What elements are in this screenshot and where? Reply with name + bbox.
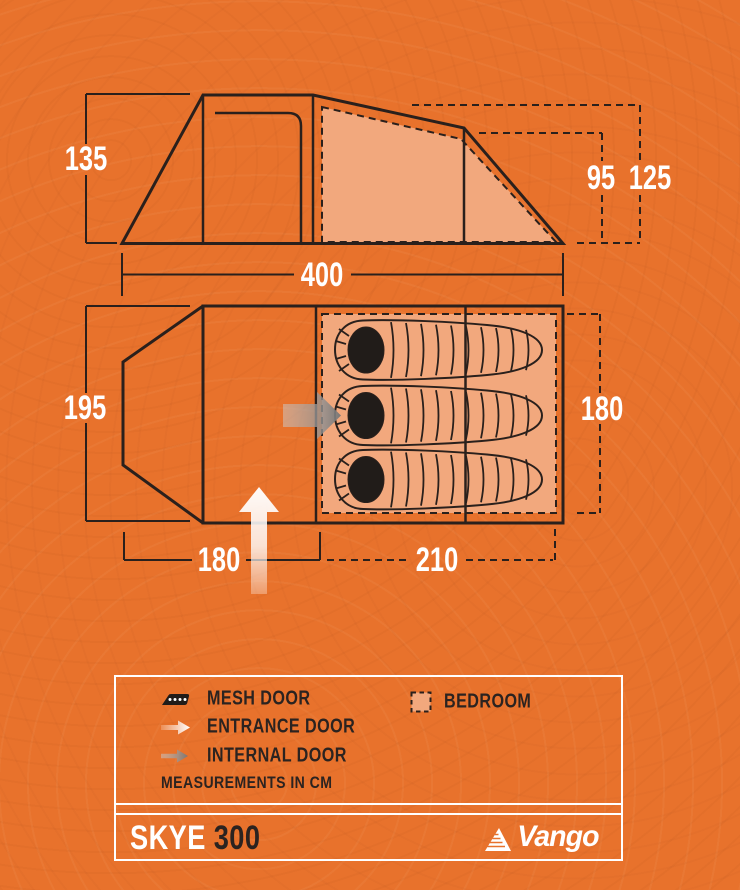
legend-item-internal-door: INTERNAL DOOR <box>161 744 371 767</box>
tent-side-panel-seams <box>201 95 466 244</box>
dim-label-400: 400 <box>300 255 344 294</box>
legend-box: MESH DOOR ENTRANCE DOOR INTERNAL DOOR BE… <box>114 675 623 861</box>
dim-180-bottom-bracket <box>123 532 321 561</box>
dim-135-bracket <box>85 93 190 244</box>
legend-label-internal-door: INTERNAL DOOR <box>207 744 347 767</box>
vango-triangle-icon <box>485 828 512 851</box>
sleeping-bag-2 <box>334 384 543 447</box>
dim-195-bracket <box>85 305 190 522</box>
dim-400-bracket <box>121 253 564 296</box>
dim-label-95: 95 <box>586 158 616 197</box>
dim-95-125-brackets <box>412 104 641 244</box>
dim-180-right-bracket <box>567 313 601 514</box>
model-size: 300 <box>213 817 261 856</box>
model-name: SKYE <box>130 817 206 856</box>
dim-label-210: 210 <box>415 540 459 579</box>
legend-divider-lower <box>114 813 623 815</box>
mesh-door-icon <box>162 693 190 705</box>
entrance-door-icon <box>161 720 190 734</box>
model-title: SKYE 300 <box>130 817 260 857</box>
plan-body-outline <box>201 304 565 525</box>
elevation-bedroom-area <box>321 105 559 243</box>
measurements-note: MEASUREMENTS IN CM <box>161 774 333 793</box>
legend-label-entrance-door: ENTRANCE DOOR <box>207 715 356 738</box>
entrance-door-arrow <box>239 487 279 594</box>
sleeping-bag-1 <box>334 319 543 381</box>
bedroom-swatch-icon <box>410 691 432 713</box>
elevation-view <box>85 93 641 296</box>
brand-logo: Vango <box>485 820 600 854</box>
internal-door-arrow <box>283 392 341 439</box>
legend-item-mesh-door: MESH DOOR <box>161 687 329 710</box>
internal-door-icon <box>161 749 188 763</box>
brand-name: Vango <box>517 820 600 853</box>
plan-porch-outline <box>121 304 204 525</box>
legend-divider-upper <box>114 803 623 805</box>
dim-210-bracket <box>327 528 556 561</box>
legend-label-mesh-door: MESH DOOR <box>207 687 311 710</box>
title-bar: SKYE 300 Vango <box>116 815 621 859</box>
dim-label-195: 195 <box>63 388 107 427</box>
tent-side-outline <box>119 93 567 245</box>
dim-label-180-right: 180 <box>580 389 624 428</box>
legend-item-bedroom: BEDROOM <box>410 690 547 713</box>
dim-label-180-bottom: 180 <box>197 540 241 579</box>
legend-item-entrance-door: ENTRANCE DOOR <box>161 715 381 738</box>
legend-label-bedroom: BEDROOM <box>444 690 532 713</box>
dim-label-125: 125 <box>628 158 672 197</box>
dim-label-135: 135 <box>64 139 108 178</box>
tent-side-door-outline <box>215 111 303 244</box>
sleeping-bag-3 <box>334 448 543 511</box>
floor-plan-view <box>85 304 601 594</box>
